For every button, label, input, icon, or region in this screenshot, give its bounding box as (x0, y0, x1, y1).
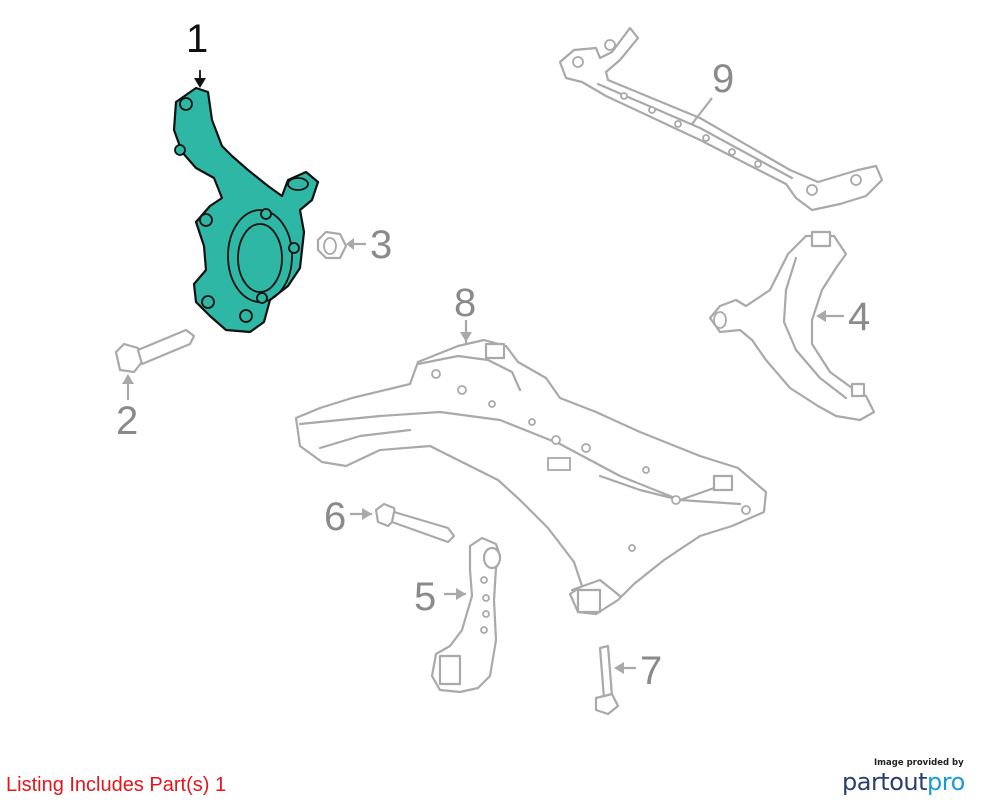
credit-caption: Image provided by (874, 758, 964, 768)
part-7-bolt[interactable]: 7 (594, 644, 662, 716)
callout-6: 6 (324, 495, 346, 539)
image-credit: Image provided by partoutpro (842, 758, 982, 796)
callout-3: 3 (370, 223, 392, 267)
callout-8: 8 (454, 281, 476, 325)
part-3-nut[interactable]: 3 (316, 223, 392, 267)
callout-9: 9 (712, 57, 734, 101)
callout-1: 1 (186, 17, 208, 61)
partoutpro-logo[interactable]: partoutpro (842, 768, 982, 796)
callout-2: 2 (116, 399, 138, 443)
listing-note: Listing Includes Part(s) 1 (6, 774, 227, 796)
part-2-knuckle-bolt[interactable]: 2 (114, 328, 196, 443)
part-6-bolt[interactable]: 6 (324, 495, 456, 544)
part-8-subframe[interactable]: 8 (294, 281, 768, 616)
part-4-lower-control-arm[interactable]: 4 (708, 230, 876, 422)
brand-accent: pro (927, 768, 965, 796)
callout-5: 5 (414, 575, 436, 619)
part-5-stabilizer-link[interactable]: 5 (414, 536, 502, 694)
callout-4: 4 (848, 295, 870, 339)
part-1-steering-knuckle[interactable]: 1 (172, 17, 320, 334)
callout-7: 7 (640, 649, 662, 693)
part-9-brace[interactable]: 9 (558, 26, 884, 212)
brand-main: partout (842, 768, 928, 796)
